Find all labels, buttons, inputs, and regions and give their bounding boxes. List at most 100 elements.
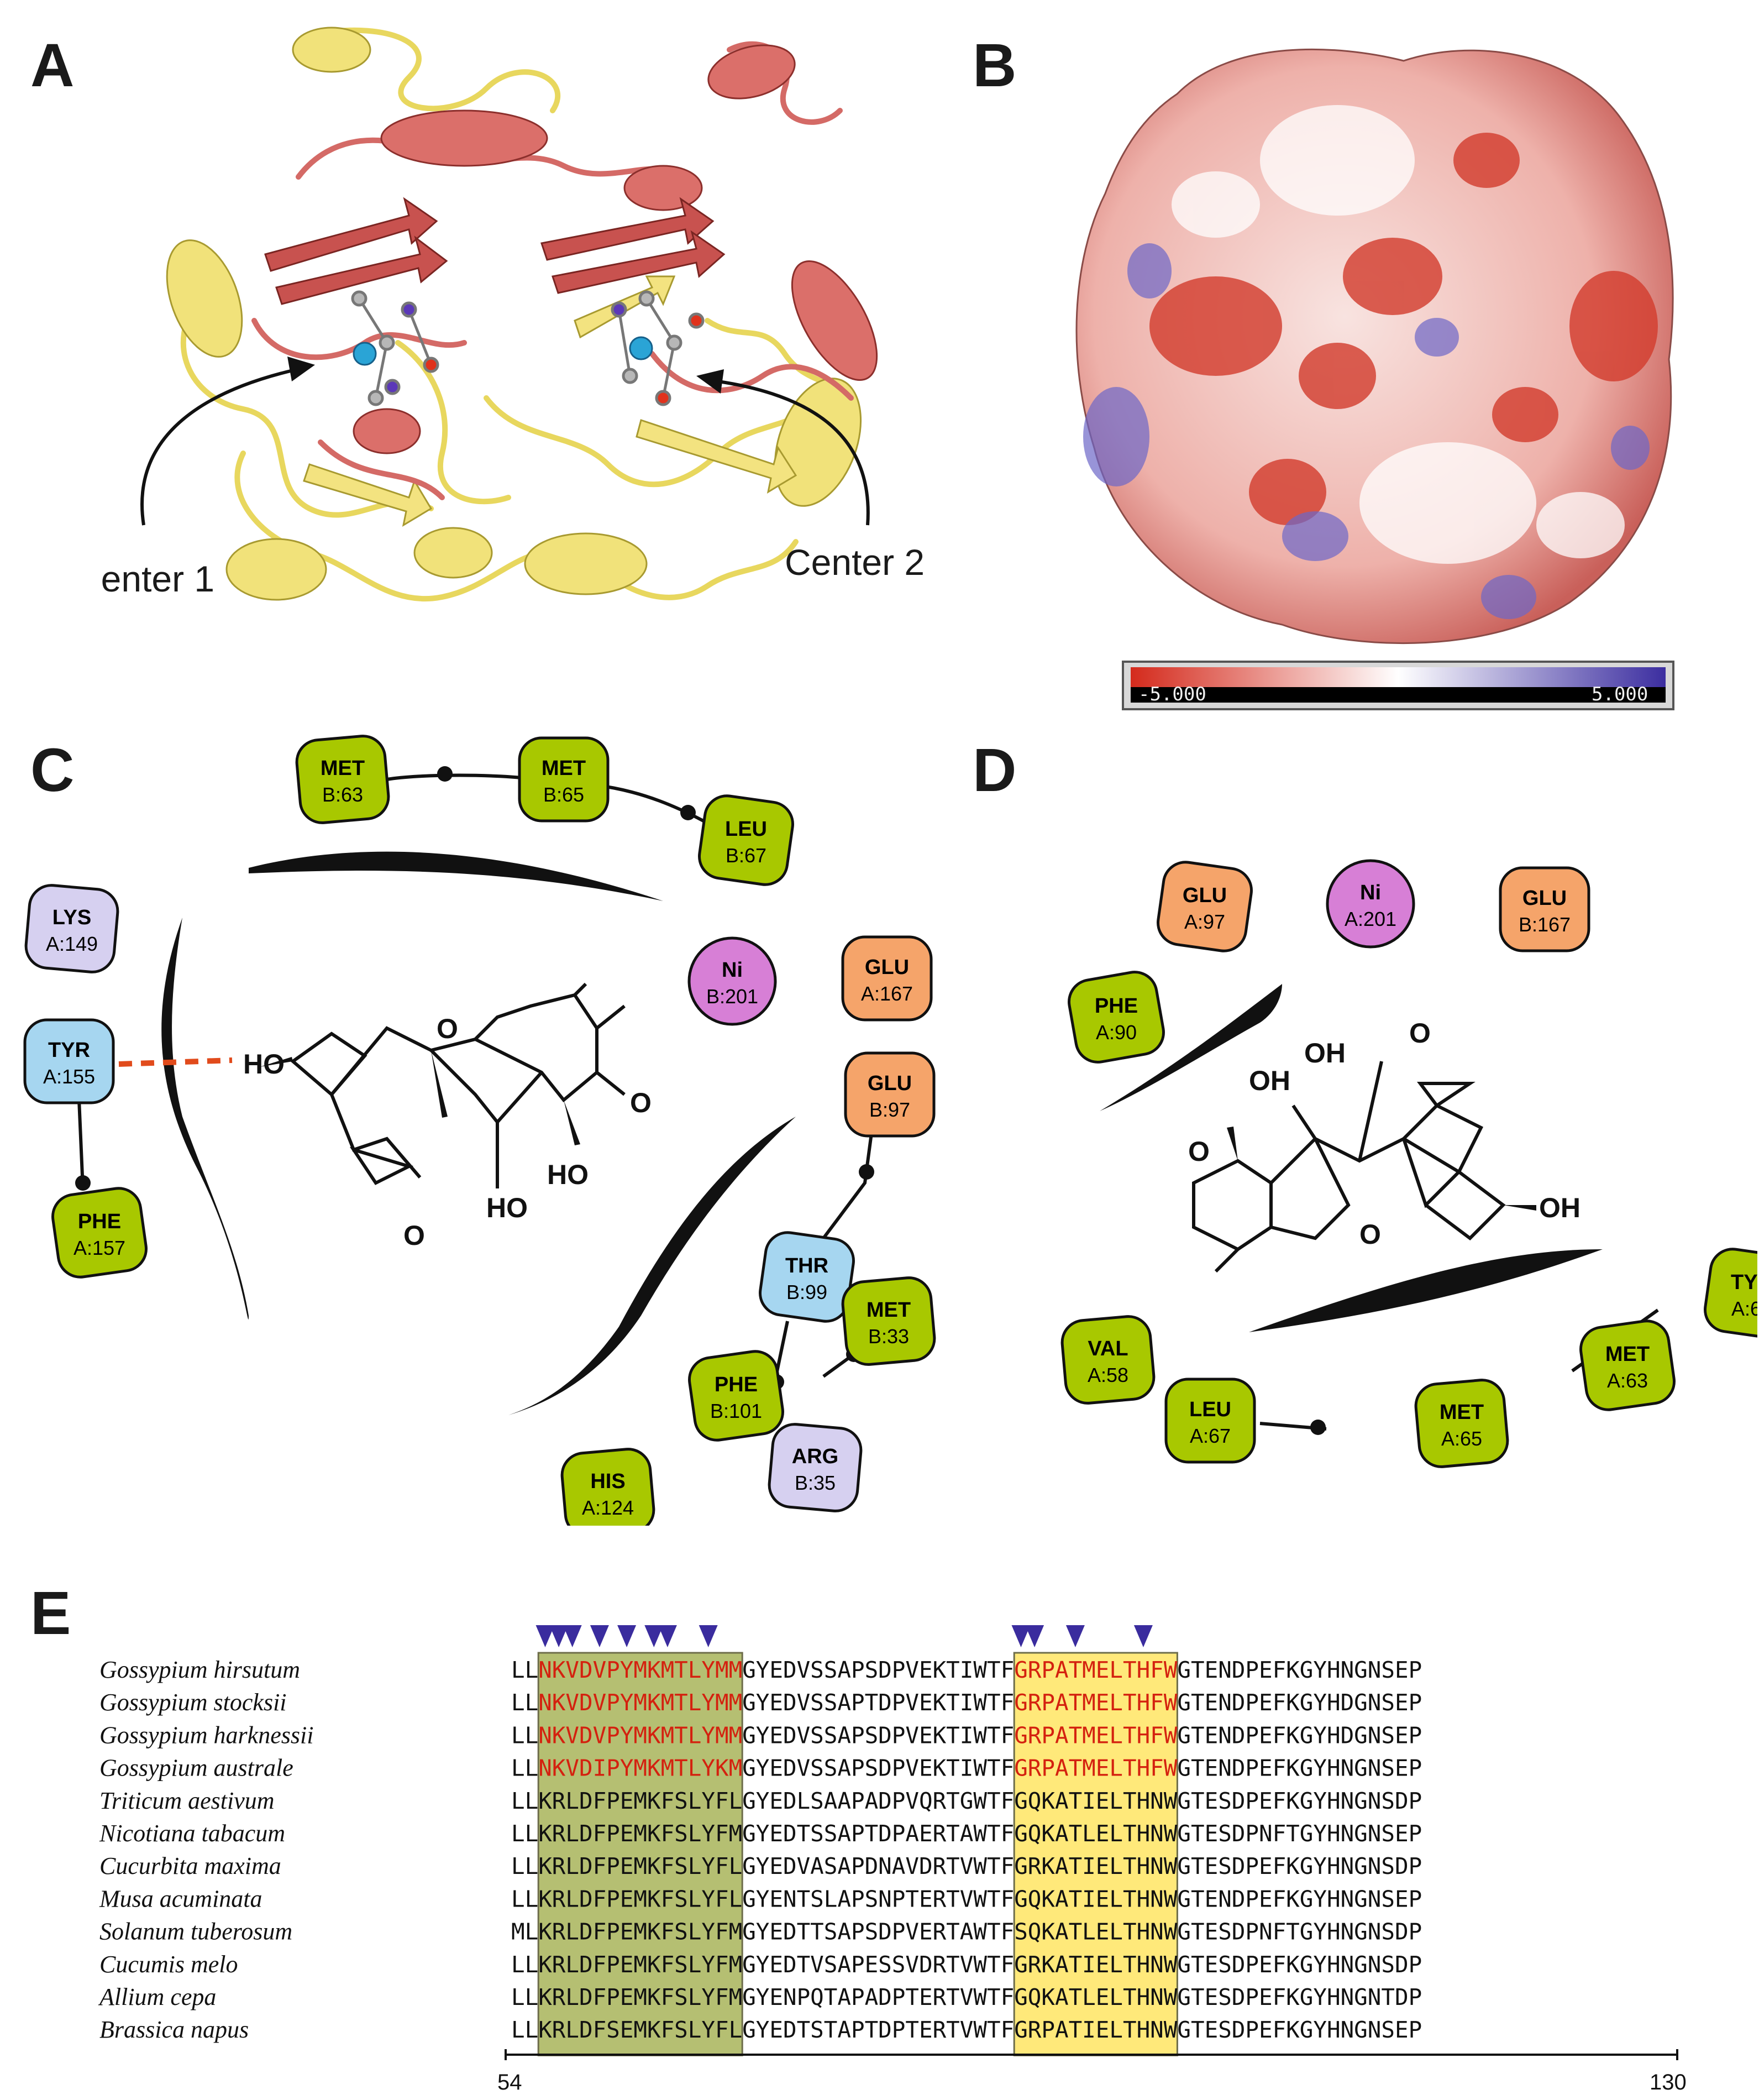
ligand-atom-label: O <box>1359 1219 1381 1250</box>
residue-name: MET <box>1440 1401 1484 1424</box>
contact-marker <box>658 1625 677 1647</box>
residue-id: A:90 <box>1096 1021 1137 1044</box>
residue-id: B:101 <box>710 1400 762 1422</box>
sequence-segment-box2: GQKATLELTHNW <box>1014 1820 1178 1847</box>
residue-val: VAL A:58 <box>1060 1315 1156 1405</box>
sequence-segment-pre: LL <box>511 1820 538 1847</box>
sequence-segment-post: GTENDPEFKGYHNGNSEP <box>1177 1755 1422 1782</box>
residue-id: A:149 <box>46 933 98 955</box>
residue-shape <box>23 1018 115 1104</box>
residue-id: B:99 <box>786 1281 827 1303</box>
axis-start-label: 54 <box>497 2070 522 2094</box>
contact-residue-markers <box>535 1625 1153 1647</box>
hydrophobic-arc <box>249 851 663 901</box>
sequence-segment-box2: GRKATIELTHNW <box>1014 1951 1178 1978</box>
sequence-segment-post: GTENDPEFKGYHNGNSEP <box>1177 1657 1422 1683</box>
sequence-segment-box2: GRPATMELTHFW <box>1014 1722 1178 1748</box>
contact-marker <box>1025 1625 1044 1647</box>
surface-blue-patches <box>1083 243 1650 619</box>
yellow-helices <box>166 27 862 601</box>
ligand-atom-label: OH <box>1539 1192 1581 1223</box>
surface-white-patches <box>1172 105 1625 564</box>
residue-name: GLU <box>865 956 909 979</box>
residue-id: A:201 <box>1345 908 1396 930</box>
residue-id: B:201 <box>706 985 758 1008</box>
residue-shape <box>1157 861 1253 952</box>
residue-shape <box>698 794 794 886</box>
sequence-segment-pre: LL <box>511 1657 538 1683</box>
sequence-segment-post: GTESDPEFKGYHNGNSEP <box>1177 2017 1422 2043</box>
sequence-segment-box1: KRLDFPEMKFSLYFL <box>538 1886 742 1912</box>
residue-id: A:58 <box>1088 1364 1128 1386</box>
residue-shape <box>1326 859 1415 949</box>
sequence-segment-box1: KRLDFPEMKFSLYFL <box>538 1788 742 1814</box>
sequence-segment-mid: GYEDVSSAPSDPVEKTIWTF <box>742 1755 1014 1782</box>
contact-marker <box>563 1625 582 1647</box>
sequence-segment-pre: LL <box>511 1984 538 2010</box>
species-name: Triticum aestivum <box>99 1787 275 1814</box>
ligand-atom-label: OH <box>1249 1065 1290 1096</box>
residue-name: THR <box>785 1254 828 1277</box>
center-1-arrowhead <box>287 357 315 381</box>
contact-marker <box>535 1625 555 1647</box>
sequence-segment-box2: GRPATMELTHFW <box>1014 1657 1178 1683</box>
residue-name: HIS <box>590 1470 625 1493</box>
residue-phe: PHE A:90 <box>1068 971 1165 1064</box>
residue-name: VAL <box>1088 1337 1128 1360</box>
residue-shape <box>688 1350 784 1442</box>
residue-ni: NiA:201 <box>1326 859 1415 949</box>
residue-name: MET <box>542 757 586 780</box>
sequence-segment-post: GTESDPEFKGYHNGNSDP <box>1177 1788 1422 1814</box>
ligand-structure-d <box>1192 1061 1506 1273</box>
sequence-segment-box1: KRLDFPEMKFSLYFM <box>538 1984 742 2010</box>
sequence-segment-box2: GRPATIELTHNW <box>1014 2017 1178 2043</box>
sequence-segment-mid: GYENTSLAPSNPTERTVWTF <box>742 1886 1014 1912</box>
residue-id: B:35 <box>795 1471 836 1494</box>
electrostatic-surface <box>1075 48 1674 645</box>
sequence-segment-mid: GYEDVSSAPSDPVEKTIWTF <box>742 1722 1014 1748</box>
residue-leu: LEU A:67 <box>1164 1378 1256 1464</box>
red-sheets <box>264 197 726 305</box>
panel-label-c: C <box>30 736 75 804</box>
sequence-segment-box2: GQKATLELTHNW <box>1014 1984 1178 2010</box>
sequence-segment-pre: LL <box>511 1689 538 1716</box>
residue-shape <box>759 1231 855 1323</box>
sequence-segment-pre: LL <box>511 1722 538 1748</box>
species-name: Gossypium harknessii <box>99 1721 313 1748</box>
sequence-segment-post: GTESDPNFTGYHNGNSEP <box>1177 1820 1422 1847</box>
residue-id: A:67 <box>1190 1425 1231 1447</box>
residue-id: B:33 <box>868 1325 909 1348</box>
sequence-segment-post: GTENDPEFKGYHDGNSEP <box>1177 1722 1422 1748</box>
sequence-segment-pre: LL <box>511 1788 538 1814</box>
center-1-label: Center 1 <box>99 558 214 599</box>
hydrophobic-arc <box>161 918 249 1319</box>
residue-name: PHE <box>1095 994 1138 1018</box>
panel-label-b: B <box>973 32 1017 99</box>
sequence-segment-post: GTESDPEFKGYHNGNSDP <box>1177 1853 1422 1879</box>
panel-label-d: D <box>973 736 1017 804</box>
sequence-segment-mid: GYEDVSSAPTDPVEKTIWTF <box>742 1689 1014 1716</box>
residue-shape <box>1164 1378 1256 1464</box>
sequence-segment-pre: LL <box>511 1755 538 1782</box>
residue-name: Ni <box>722 959 743 982</box>
residue-id: A:63 <box>1607 1369 1648 1392</box>
residue-name: LEU <box>1189 1398 1231 1421</box>
sequence-segment-box2: SQKATLELTHNW <box>1014 1919 1178 1945</box>
species-name: Cucumis melo <box>99 1951 238 1978</box>
residue-shape <box>560 1448 655 1526</box>
sequence-segment-post: GTENDPEFKGYHNGNSEP <box>1177 1886 1422 1912</box>
sequence-segment-box2: GQKATIELTHNW <box>1014 1886 1178 1912</box>
sequence-segment-box2: GRPATMELTHFW <box>1014 1689 1178 1716</box>
sequence-segment-box1: NKVDVPYMKMTLYMM <box>538 1689 742 1716</box>
protein-ribbon-structure: Center 1 Center 2 <box>99 27 925 602</box>
metal-ion-center-1 <box>353 342 377 366</box>
metal-ion-center-2 <box>629 336 653 360</box>
